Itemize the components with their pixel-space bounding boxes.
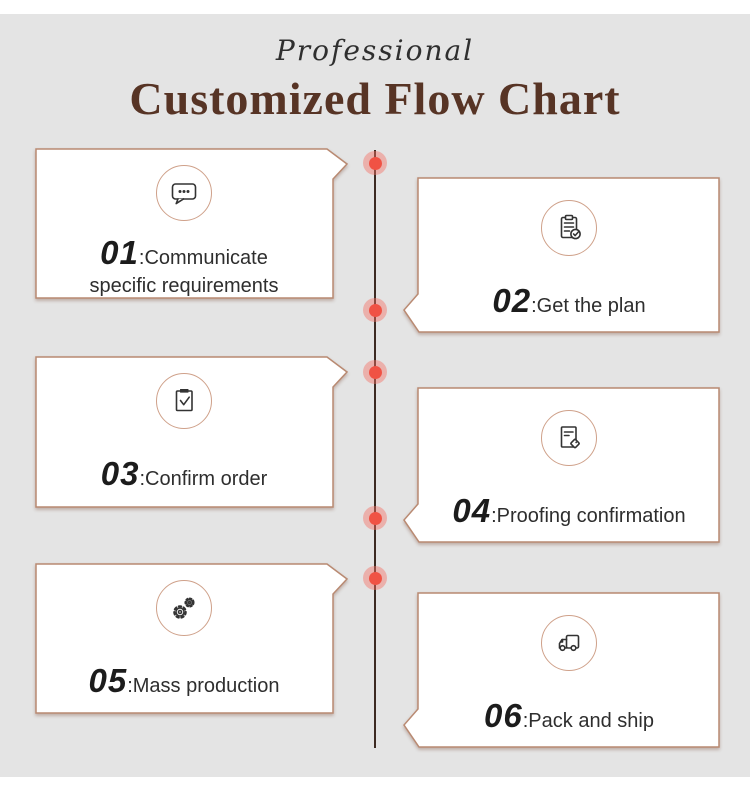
clipboard-check-icon	[175, 389, 193, 412]
icon-circle	[156, 165, 212, 221]
step-number: 05	[88, 662, 128, 699]
step-card-05: 05 :Mass production	[35, 563, 348, 714]
step-card-04: 04 :Proofing confirmation	[403, 387, 720, 543]
step-card-01: 01 :Communicate specific requirements	[35, 148, 348, 299]
timeline-dot	[363, 566, 387, 590]
checklist-check-icon	[560, 214, 581, 240]
timeline-line	[374, 150, 376, 748]
step-label: :Pack and ship	[522, 710, 654, 732]
step-label: :Confirm order	[139, 468, 268, 490]
timeline-dot	[363, 298, 387, 322]
timeline-dot	[363, 506, 387, 530]
gears-icon	[173, 597, 195, 619]
card-shape	[35, 148, 348, 299]
step-card-02: 02 :Get the plan	[403, 177, 720, 333]
step-label-line2: specific requirements	[89, 275, 279, 297]
step-card-03: 03 :Confirm order	[35, 356, 348, 508]
truck-icon	[558, 634, 580, 652]
step-label: :Mass production	[127, 675, 280, 697]
icon-circle	[541, 410, 597, 466]
eyebrow-text: Professional	[275, 34, 475, 67]
step-label: :Communicate	[138, 247, 268, 269]
step-number: 02	[492, 282, 532, 319]
page-title: Customized Flow Chart	[129, 73, 621, 124]
card-shape	[35, 356, 348, 508]
chat-bubble-icon	[171, 183, 197, 205]
timeline-dot	[363, 151, 387, 175]
icon-circle	[541, 200, 597, 256]
icon-circle	[156, 373, 212, 429]
step-number: 04	[452, 492, 492, 529]
timeline-dot	[363, 360, 387, 384]
card-shape	[35, 563, 348, 714]
step-label: :Get the plan	[531, 295, 646, 317]
step-card-06: 06 :Pack and ship	[403, 592, 720, 748]
step-number: 06	[484, 697, 523, 734]
step-number: 03	[100, 455, 140, 492]
icon-circle	[541, 615, 597, 671]
document-tag-icon	[560, 426, 580, 449]
step-number: 01	[100, 234, 139, 271]
step-label: :Proofing confirmation	[491, 505, 686, 527]
icon-circle	[156, 580, 212, 636]
